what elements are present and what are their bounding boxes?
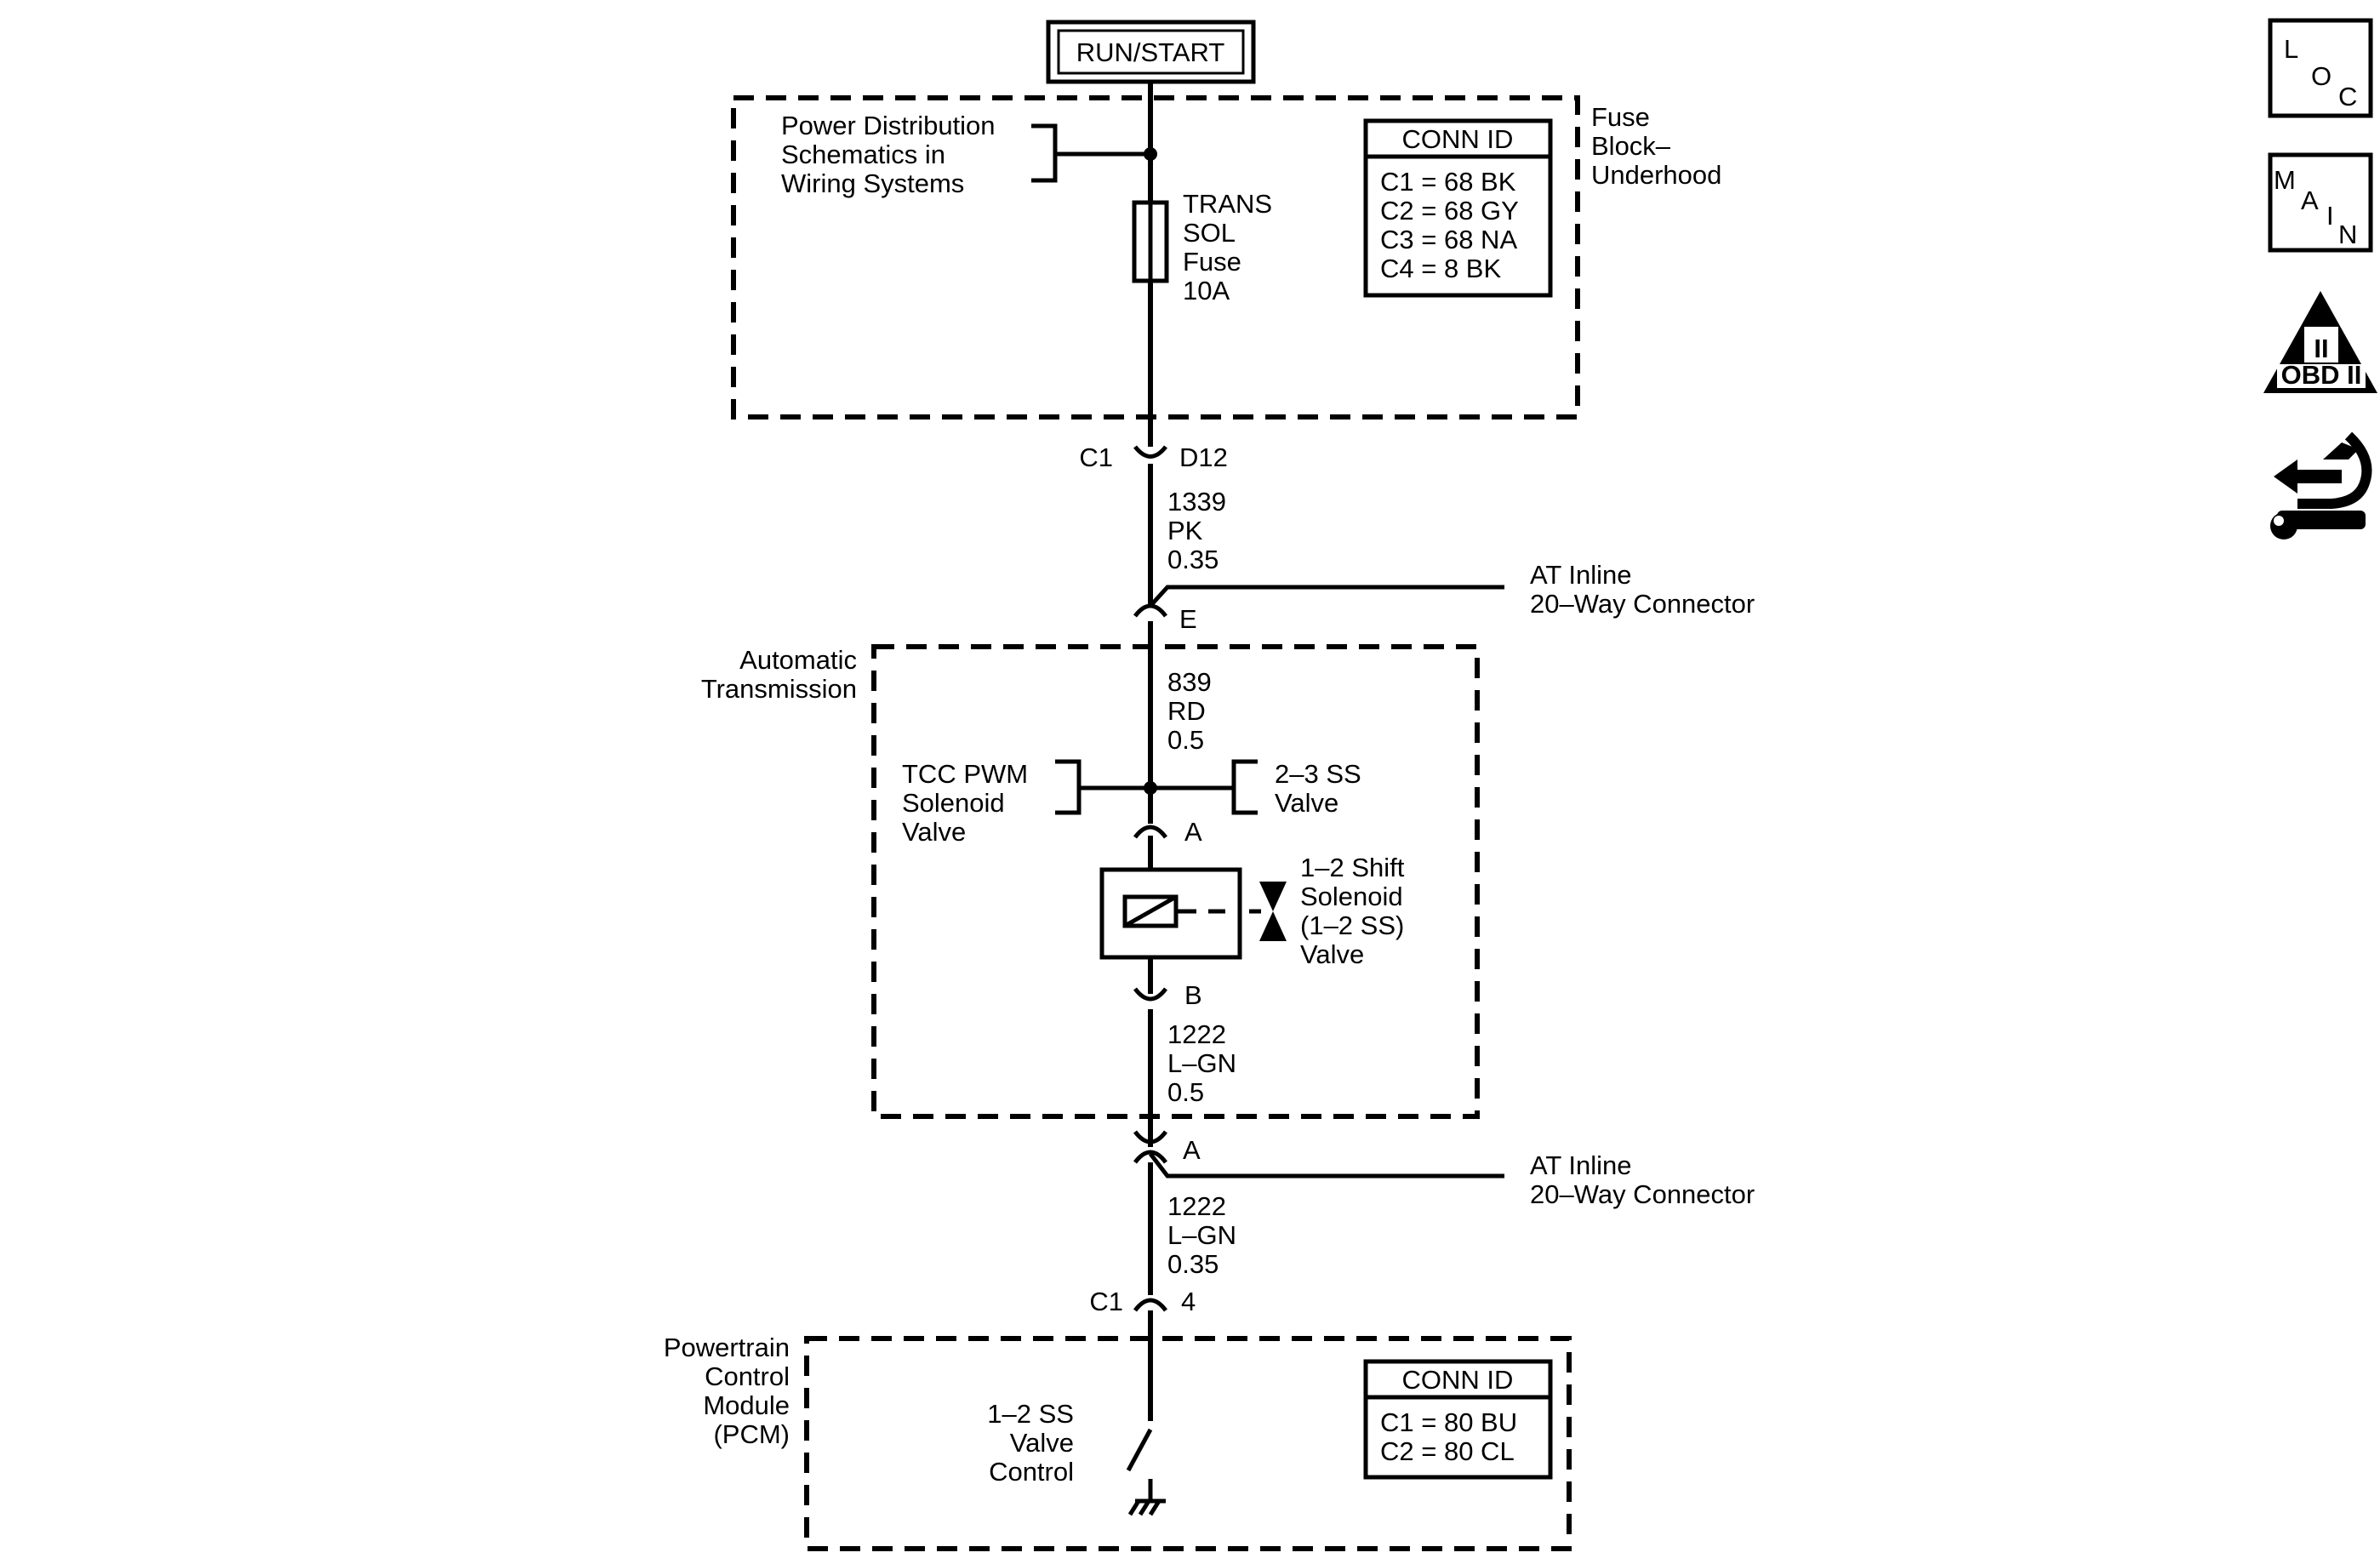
tcc-pwm-label-1: TCC PWM [902,759,1028,789]
pcm-name-1: Powertrain [664,1333,790,1362]
power-distribution-ref-3: Wiring Systems [781,168,964,198]
svg-text:C: C [2338,82,2357,111]
obd-ii-icon[interactable]: II OBD II [2263,291,2377,393]
connector-c1-d12: C1 D12 [1079,442,1228,472]
wire-1339-label: 1339 PK 0.35 [1167,487,1226,574]
wire-gauge: 0.35 [1167,545,1219,574]
transmission-pin-b: B [1184,980,1202,1010]
wire-gauge: 0.5 [1167,725,1204,755]
wire-color: L–GN [1167,1220,1236,1250]
shift-solenoid-symbol [1099,867,1287,960]
inline-connector-label-1: AT Inline [1530,560,1631,590]
power-distribution-ref-1: Power Distribution [781,111,996,140]
power-distribution-ref-2: Schematics in [781,140,945,169]
splice-dot [1144,781,1157,795]
svg-text:I: I [2326,201,2334,231]
conn-id-title: CONN ID [1402,1365,1514,1395]
inline-pin-a: A [1183,1135,1201,1165]
connector-d12-label: D12 [1179,442,1228,472]
pcm-control-label-1: 1–2 SS [987,1399,1074,1429]
transmission-name-1: Automatic [739,645,857,675]
pcm-control-label-3: Control [989,1457,1074,1487]
fuse-label-3: Fuse [1183,247,1241,277]
pcm-control-label-2: Valve [1010,1428,1074,1458]
wire-number: 1222 [1167,1191,1226,1221]
solenoid-label-2: Solenoid [1300,882,1403,911]
powertrain-control-module: Powertrain Control Module (PCM) 1–2 SS V… [664,1333,1572,1551]
svg-text:N: N [2338,220,2357,249]
wire-number: 839 [1167,667,1212,697]
fuse-label-1: TRANS [1183,189,1272,219]
svg-text:M: M [2274,165,2296,195]
fuse-block-name-3: Underhood [1591,160,1721,190]
conn-id-row: C2 = 68 GY [1380,196,1519,225]
solenoid-label-4: Valve [1300,939,1364,969]
tcc-pwm-label-2: Solenoid [902,788,1005,818]
wire-gauge: 0.5 [1167,1077,1204,1107]
conn-id-row: C1 = 68 BK [1380,167,1516,197]
pcm-conn-id-table: CONN ID C1 = 80 BU C2 = 80 CL [1363,1359,1553,1480]
ss23-valve-label-2: Valve [1275,788,1338,818]
automatic-transmission: Automatic Transmission 839 RD 0.5 TCC PW… [701,644,1480,1119]
tcc-pwm-label-3: Valve [902,817,966,847]
conn-id-row: C2 = 80 CL [1380,1436,1515,1466]
connector-pin-4-label: 4 [1181,1287,1196,1316]
transmission-pin-a: A [1184,817,1202,847]
ss23-valve-label-1: 2–3 SS [1275,759,1361,789]
pcm-name-3: Module [703,1390,790,1420]
wire-color: PK [1167,516,1203,545]
conn-id-row: C4 = 8 BK [1380,254,1501,283]
fuse-block-conn-id-table: CONN ID C1 = 68 BK C2 = 68 GY C3 = 68 NA… [1363,118,1553,298]
svg-text:L: L [2284,34,2298,64]
conn-id-row: C1 = 80 BU [1380,1407,1517,1437]
fuse-block-name-2: Block– [1591,131,1671,161]
fuse-label-4: 10A [1183,276,1230,305]
diagnostic-hand-tool-icon[interactable] [2270,431,2372,539]
power-source-label: RUN/START [1076,37,1225,67]
fuse-block-underhood: Fuse Block– Underhood Power Distribution… [731,95,1721,420]
splice-dot [1144,147,1157,161]
wire-gauge: 0.35 [1167,1249,1219,1279]
inline-connector-label-2: 20–Way Connector [1530,1179,1755,1209]
svg-text:OBD II: OBD II [2281,360,2362,390]
wire-1222-b-label: 1222 L–GN 0.35 [1167,1191,1236,1279]
connector-c1-label: C1 [1079,442,1113,472]
svg-text:A: A [2301,186,2319,215]
main-icon[interactable]: M A I N [2268,152,2373,253]
inline-pin-e: E [1179,604,1197,634]
wire-color: L–GN [1167,1048,1236,1078]
pcm-ground-switch [1126,1428,1166,1516]
connector-c1-4: C1 4 [1089,1287,1196,1316]
solenoid-label-1: 1–2 Shift [1300,853,1405,882]
fuse-block-name-1: Fuse [1591,102,1650,132]
wire-color: RD [1167,696,1206,726]
solenoid-label-3: (1–2 SS) [1300,910,1404,940]
wire-number: 1339 [1167,487,1226,517]
svg-text:O: O [2311,61,2331,91]
loc-icon[interactable]: L O C [2268,18,2373,118]
inline-connector-label-1: AT Inline [1530,1150,1631,1180]
power-source-box: RUN/START [1046,20,1256,84]
inline-connector-a: A AT Inline 20–Way Connector [1133,1130,1755,1209]
pcm-name-4: (PCM) [713,1419,790,1449]
svg-text:II: II [2314,334,2328,363]
connector-c1-label: C1 [1089,1287,1123,1316]
wire-number: 1222 [1167,1019,1226,1049]
fuse-label-2: SOL [1183,218,1236,248]
transmission-name-2: Transmission [701,674,857,704]
inline-connector-e: E AT Inline 20–Way Connector [1133,560,1755,634]
pcm-name-2: Control [705,1361,790,1391]
conn-id-title: CONN ID [1402,124,1514,154]
conn-id-row: C3 = 68 NA [1380,225,1517,254]
inline-connector-label-2: 20–Way Connector [1530,589,1755,619]
